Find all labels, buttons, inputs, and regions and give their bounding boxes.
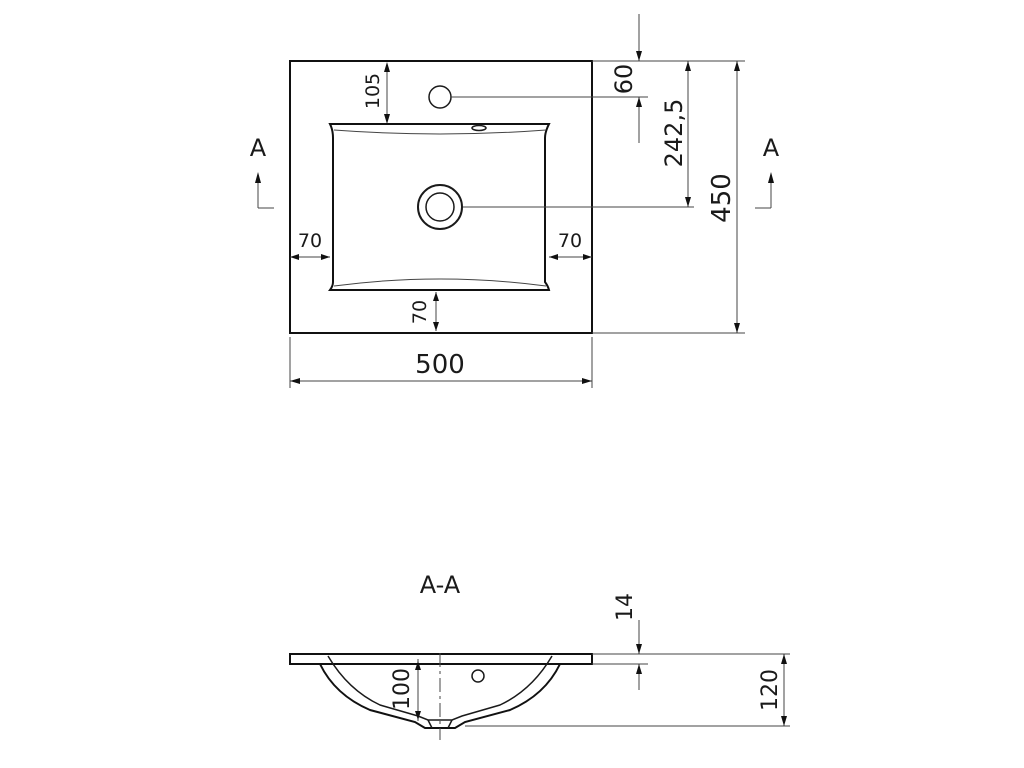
section-marker-right: A [755,134,780,209]
dim-right-rim: 70 [549,230,592,260]
section-slab [289,653,593,665]
dim-overall-width: 500 [290,350,592,384]
section-overflow-hole [471,669,485,683]
drain-inner [425,192,455,222]
dim-front-rim: 70 [409,292,439,331]
dim-overall-width-label: 500 [415,350,465,380]
basin-outline [289,60,593,334]
bowl-outline [328,123,551,291]
bowl-inner-back-edge [333,129,547,135]
dim-total-height-label: 120 [758,669,783,711]
section-marker-right-label: A [763,134,780,162]
plan-view: 105 60 242,5 [250,14,780,388]
bowl-inner-front-edge [333,278,547,287]
dim-overall-depth: 450 [707,61,740,333]
dim-right-rim-label: 70 [558,230,582,252]
section-marker-left: A [250,134,274,209]
section-view: A-A 14 [289,571,790,740]
dim-drain-from-back: 242,5 [660,61,691,207]
dim-left-rim-label: 70 [298,230,322,252]
section-bowl-inner [327,655,553,721]
section-title: A-A [420,571,461,599]
dim-total-height: 120 [758,654,787,726]
extension-lines [289,60,745,388]
dim-rim-thickness: 14 [613,593,642,690]
drain-outer [417,184,463,230]
dim-faucet-from-back: 60 [610,14,642,143]
faucet-hole [428,85,452,109]
dim-front-rim-label: 70 [409,300,431,324]
dim-faucet-from-back-label: 60 [610,64,638,95]
dim-faucet-offset: 105 [362,62,390,124]
section-drain [427,719,453,729]
dim-rim-thickness-label: 14 [613,593,638,621]
dim-left-rim: 70 [290,230,330,260]
dim-overall-depth-label: 450 [707,173,737,223]
dim-bowl-depth: 100 [390,661,421,720]
dim-bowl-depth-label: 100 [390,668,415,710]
dim-drain-from-back-label: 242,5 [660,99,688,168]
section-marker-left-label: A [250,134,267,162]
overflow-slot [471,124,487,132]
dim-faucet-offset-label: 105 [362,73,384,109]
